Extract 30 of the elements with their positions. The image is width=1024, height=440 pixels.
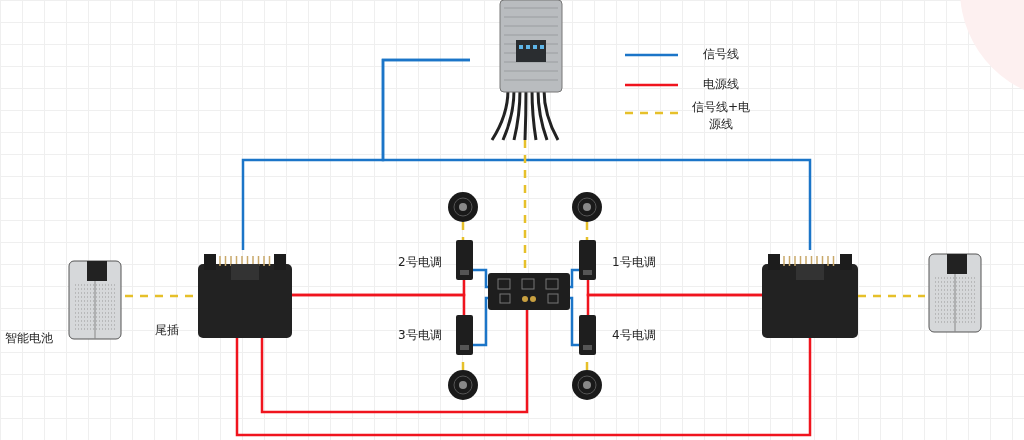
esc-drawing (579, 315, 596, 355)
motor-drawing (448, 192, 478, 222)
motor-drawing (572, 192, 602, 222)
motor-drawing (572, 370, 602, 400)
wire (473, 268, 489, 289)
legend-label: 信号线 (703, 46, 739, 63)
wire (586, 293, 762, 315)
wire (858, 294, 925, 298)
wire (461, 222, 465, 240)
wire (569, 296, 579, 347)
legend-label: 电源线 (703, 76, 739, 93)
wire (585, 222, 589, 240)
legend-label: 信号线+电源线 (690, 99, 752, 133)
node-label: 1号电调 (612, 254, 656, 271)
wire (381, 58, 812, 250)
wire (569, 268, 579, 289)
node-label: 2号电调 (398, 254, 442, 271)
wire (292, 293, 466, 315)
node-label: 4号电调 (612, 327, 656, 344)
wire (260, 310, 529, 414)
wire (473, 296, 489, 347)
wire (235, 338, 812, 437)
node-label: 智能电池 (5, 330, 53, 347)
node-label: 尾插 (155, 322, 179, 339)
esc-drawing (456, 315, 473, 355)
distribution-board-drawing (488, 273, 570, 310)
esc-drawing (456, 240, 473, 280)
node-label: 3号电调 (398, 327, 442, 344)
motor-drawing (448, 370, 478, 400)
esc-drawing (579, 240, 596, 280)
